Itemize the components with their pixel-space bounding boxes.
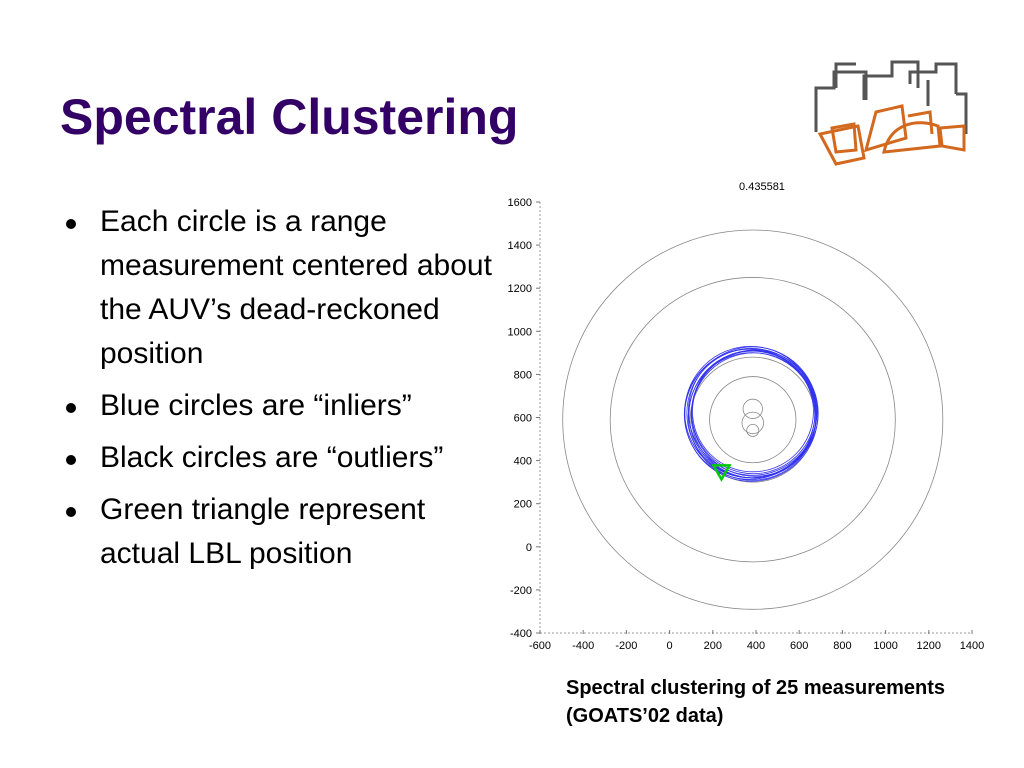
y-tick-label: 1400	[508, 240, 532, 252]
y-tick-label: -400	[510, 628, 532, 640]
x-tick-label: -200	[615, 640, 637, 652]
y-tick-label: -200	[510, 585, 532, 597]
inlier-circle	[692, 350, 814, 473]
y-tick-label: 600	[514, 413, 532, 425]
city-skyline-logo-icon	[814, 60, 968, 166]
x-tick-label: -600	[529, 640, 551, 652]
bullet-dot-icon	[66, 455, 76, 465]
inlier-circle	[684, 348, 819, 482]
bullet-dot-icon	[66, 403, 76, 413]
x-tick-label: 800	[833, 640, 851, 652]
chart-caption: Spectral clustering of 25 measurements (…	[566, 677, 946, 727]
chart-title: 0.435581	[739, 181, 785, 193]
x-tick-label: 1400	[960, 640, 984, 652]
x-tick-label: -400	[572, 640, 594, 652]
bullet-text: Green triangle represent actual LBL posi…	[100, 493, 426, 570]
x-tick-label: 200	[704, 640, 722, 652]
bullet-item: Green triangle represent actual LBL posi…	[66, 488, 496, 576]
x-tick-label: 600	[790, 640, 808, 652]
outlier-circle	[709, 376, 797, 464]
y-tick-label: 1200	[508, 283, 532, 295]
bullet-item: Black circles are “outliers”	[66, 436, 496, 480]
outlier-circle	[562, 229, 944, 610]
y-tick-label: 400	[514, 456, 532, 468]
spectral-clustering-chart: 16001400120010008006004002000-200-400-60…	[508, 181, 985, 652]
outlier-circle	[609, 277, 896, 563]
x-tick-label: 1200	[917, 640, 941, 652]
y-tick-label: 200	[514, 499, 532, 511]
slide-title: Spectral Clustering	[60, 89, 519, 145]
y-tick-label: 800	[514, 369, 532, 381]
bullet-item: Blue circles are “inliers”	[66, 384, 496, 428]
inlier-circle	[687, 352, 817, 481]
x-tick-label: 0	[667, 640, 673, 652]
bullet-list: Each circle is a range measurement cente…	[66, 200, 496, 584]
outlier-circle	[689, 356, 816, 483]
bullet-text: Each circle is a range measurement cente…	[100, 205, 492, 370]
x-tick-label: 400	[747, 640, 765, 652]
bullet-item: Each circle is a range measurement cente…	[66, 200, 496, 376]
x-tick-label: 1000	[873, 640, 897, 652]
outlier-circle	[746, 423, 760, 437]
y-tick-label: 1600	[508, 197, 532, 209]
y-tick-label: 1000	[508, 326, 532, 338]
bullet-text: Black circles are “outliers”	[100, 441, 444, 474]
inlier-circle	[691, 350, 816, 475]
bullet-dot-icon	[66, 219, 76, 229]
outlier-circle	[741, 411, 764, 435]
outlier-circle	[742, 398, 763, 419]
bullet-text: Blue circles are “inliers”	[100, 389, 412, 422]
y-tick-label: 0	[526, 542, 532, 554]
bullet-dot-icon	[66, 507, 76, 517]
lbl-position-triangle	[711, 464, 732, 482]
